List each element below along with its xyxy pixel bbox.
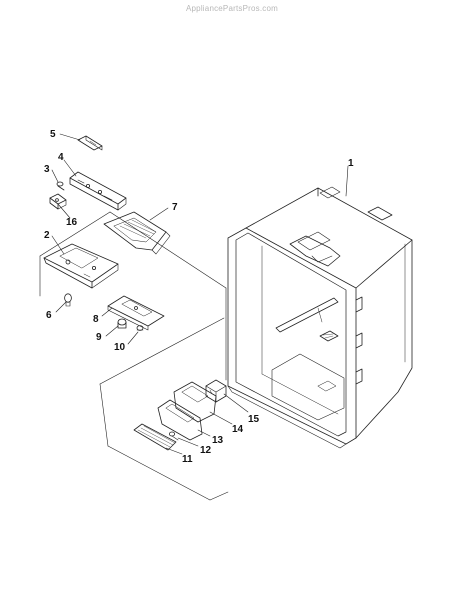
callout-5[interactable]: 5	[50, 129, 56, 140]
part-11-lens[interactable]	[133, 423, 177, 451]
callout-7[interactable]: 7	[172, 202, 178, 213]
callout-1[interactable]: 1	[348, 158, 354, 169]
leader-lines	[51, 133, 349, 455]
callout-14[interactable]: 14	[232, 424, 244, 435]
sub-assembly-outline	[39, 211, 229, 501]
callout-labels: 1 5 4 3 16 7 2 6 8 9 10 15 14 13 12 11	[44, 129, 354, 465]
callout-8[interactable]: 8	[93, 314, 99, 325]
callout-12[interactable]: 12	[200, 445, 212, 456]
part-2-control-housing[interactable]	[43, 243, 119, 289]
callout-11[interactable]: 11	[182, 454, 193, 465]
callout-3[interactable]: 3	[44, 164, 50, 175]
callout-9[interactable]: 9	[96, 332, 102, 343]
callout-2[interactable]: 2	[44, 230, 50, 241]
part-3-screw[interactable]	[56, 181, 65, 191]
callout-4[interactable]: 4	[58, 152, 64, 163]
part-7-light-cover[interactable]	[103, 211, 171, 255]
watermark: AppliancePartsPros.com	[186, 4, 278, 13]
part-1-liner[interactable]	[227, 186, 413, 449]
callout-10[interactable]: 10	[114, 342, 126, 353]
callout-13[interactable]: 13	[212, 435, 224, 446]
part-10-clip[interactable]	[136, 325, 144, 331]
callout-15[interactable]: 15	[248, 414, 260, 425]
callout-16[interactable]: 16	[66, 217, 78, 228]
part-9-socket[interactable]	[117, 318, 127, 329]
part-5-bracket[interactable]	[77, 135, 103, 151]
part-12-screw[interactable]	[168, 431, 179, 441]
part-6-bulb[interactable]	[64, 293, 72, 307]
part-8-damper-housing[interactable]	[107, 295, 165, 331]
part-13-light-housing[interactable]	[157, 399, 203, 441]
part-16-switch[interactable]	[49, 193, 67, 210]
callout-6[interactable]: 6	[46, 310, 52, 321]
part-4-control-board[interactable]	[69, 171, 127, 211]
